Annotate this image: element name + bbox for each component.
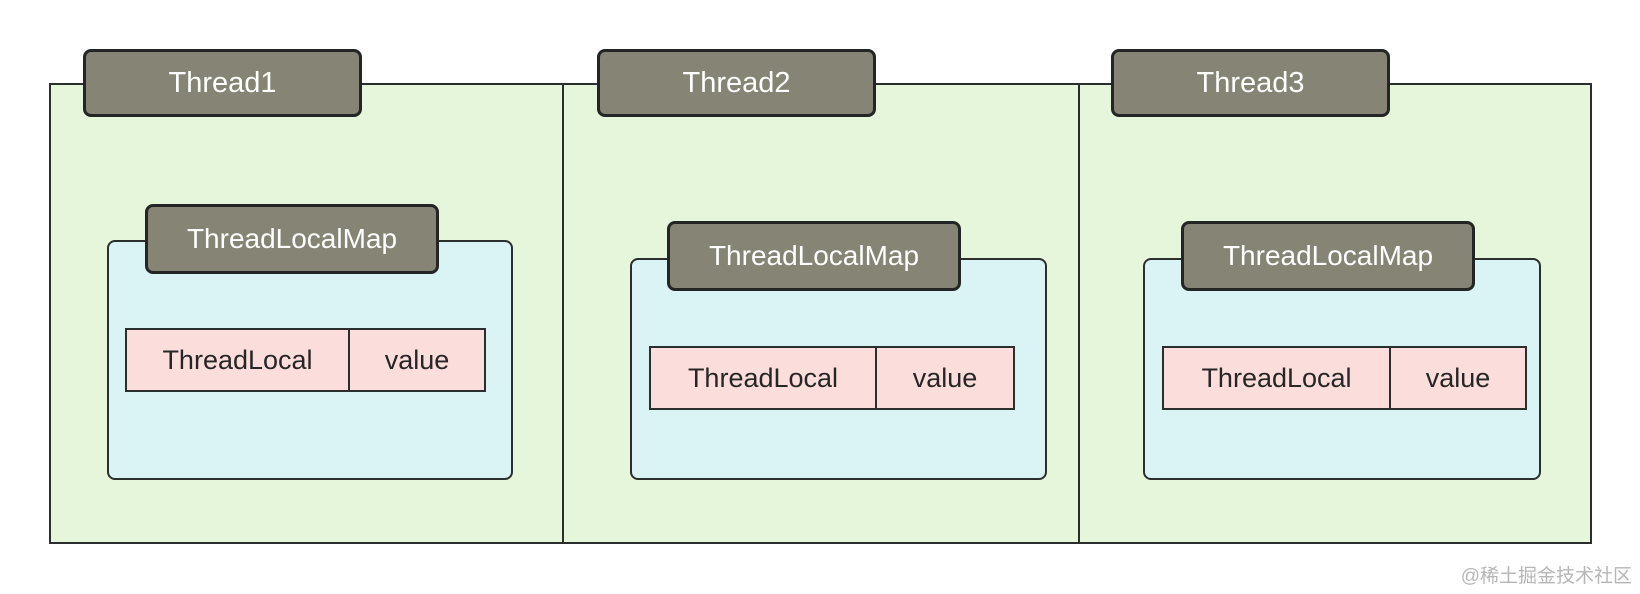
thread2-threadlocalmap-label: ThreadLocalMap [667,221,961,291]
thread2-value-cell: value [875,346,1015,410]
thread1-label: Thread1 [83,49,362,117]
thread1-value-cell: value [348,328,486,392]
thread1-threadlocal-cell: ThreadLocal [125,328,350,392]
thread3-threadlocal-cell: ThreadLocal [1162,346,1391,410]
thread2-label: Thread2 [597,49,876,117]
thread3-threadlocalmap-label: ThreadLocalMap [1181,221,1475,291]
thread3-label: Thread3 [1111,49,1390,117]
thread3-value-cell: value [1389,346,1527,410]
thread2-threadlocal-cell: ThreadLocal [649,346,877,410]
thread1-threadlocalmap-label: ThreadLocalMap [145,204,439,274]
watermark-text: @稀土掘金技术社区 [1460,566,1632,587]
